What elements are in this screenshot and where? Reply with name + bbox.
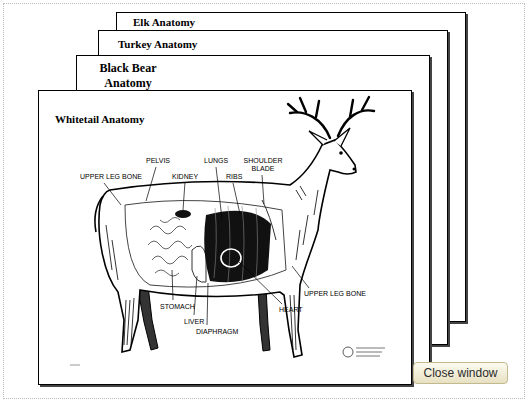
deer-illustration — [38, 90, 412, 385]
part-label: UPPER LEG BONE — [304, 290, 366, 298]
part-label: LUNGS — [204, 157, 228, 165]
part-label: UPPER LEG BONE — [80, 173, 142, 181]
close-button: Close window — [413, 362, 508, 384]
card-title: Elk Anatomy — [133, 16, 195, 28]
anatomy-card: Whitetail AnatomyUPPER LEG BONE PELVISKID… — [38, 90, 412, 385]
part-label: PELVIS — [146, 157, 170, 165]
part-label: RIBS — [226, 173, 242, 181]
part-label: SHOULDER BLADE — [243, 157, 283, 173]
part-label: KIDNEY — [172, 173, 198, 181]
part-label: DIAPHRAGM — [196, 328, 238, 336]
part-label: LIVER — [184, 318, 204, 326]
card-title: Black Bear Anatomy — [89, 61, 167, 91]
button-label: Close window — [423, 366, 497, 380]
part-label: HEART — [279, 306, 303, 314]
part-label: STOMACH — [160, 303, 195, 311]
card-title: Turkey Anatomy — [118, 38, 197, 50]
card-title: Whitetail Anatomy — [55, 113, 145, 125]
